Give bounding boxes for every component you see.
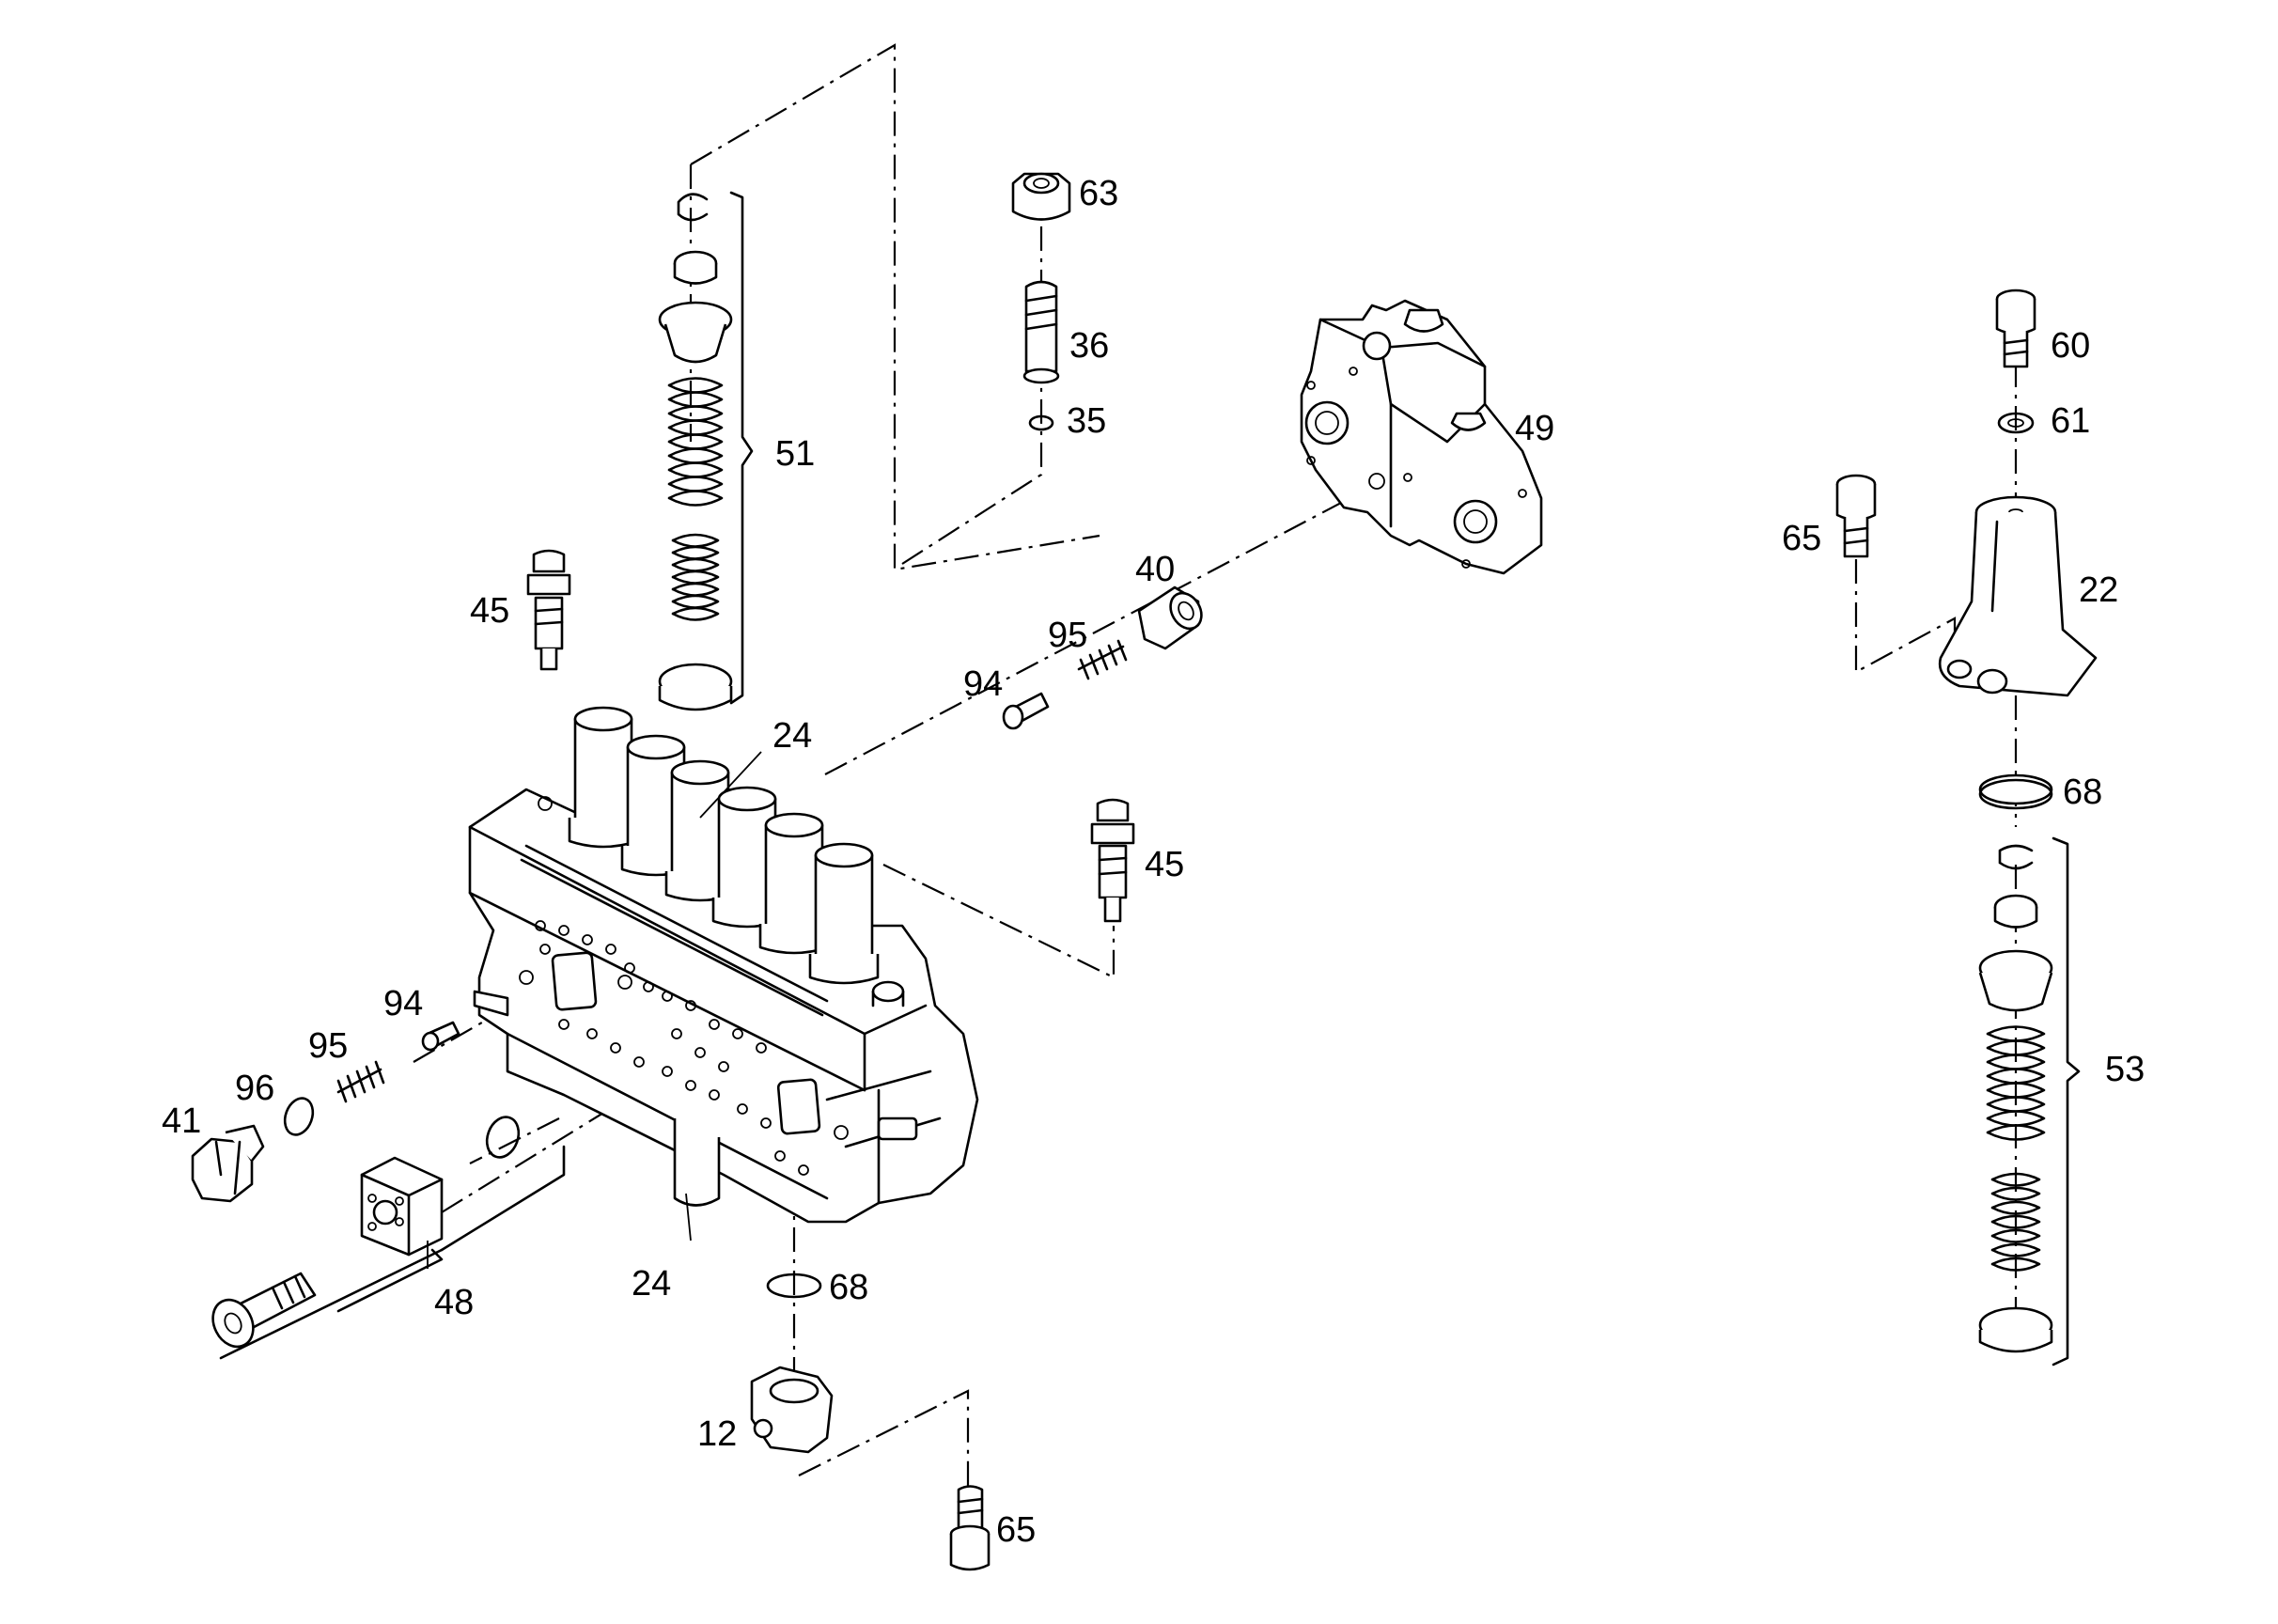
body-holes bbox=[519, 920, 849, 1176]
screw-48 bbox=[211, 1272, 317, 1349]
screw-65-lower bbox=[949, 1485, 991, 1571]
label-63: 63 bbox=[1079, 174, 1118, 213]
label-53: 53 bbox=[2105, 1050, 2145, 1089]
spring-stack-53 bbox=[1978, 773, 2081, 1366]
plug-40 bbox=[1137, 586, 1203, 650]
label-68a: 68 bbox=[2063, 773, 2102, 812]
spring-95-upper bbox=[1077, 639, 1128, 680]
sensor-45-upper bbox=[526, 549, 571, 671]
block-48 bbox=[336, 1156, 444, 1313]
label-leaders bbox=[427, 751, 762, 1269]
oring-68-lower bbox=[766, 1273, 822, 1299]
label-45a: 45 bbox=[470, 591, 509, 631]
valve-body-24 bbox=[468, 788, 979, 1224]
leader-lines bbox=[219, 43, 2018, 1522]
label-24b: 24 bbox=[632, 1264, 671, 1304]
label-12: 12 bbox=[697, 1414, 737, 1454]
oring-68-upper bbox=[1978, 778, 2053, 810]
label-40: 40 bbox=[1135, 550, 1175, 589]
label-51: 51 bbox=[775, 434, 815, 474]
washer-61 bbox=[1997, 412, 2035, 434]
housing-22 bbox=[1938, 495, 2098, 697]
label-68b: 68 bbox=[829, 1268, 868, 1307]
label-95a: 95 bbox=[1048, 616, 1087, 655]
washer-35 bbox=[1028, 414, 1054, 431]
pin-94-lower bbox=[421, 1021, 460, 1052]
oring-lower bbox=[485, 1116, 521, 1159]
spring-95-lower bbox=[336, 1060, 385, 1103]
callout-labels: 63 36 35 51 49 60 61 65 22 45 40 95 94 2… bbox=[162, 174, 2145, 1550]
label-49: 49 bbox=[1515, 409, 1554, 448]
label-94a: 94 bbox=[963, 664, 1003, 704]
label-36: 36 bbox=[1069, 326, 1109, 366]
plug-41 bbox=[191, 1124, 265, 1203]
label-65a: 65 bbox=[1782, 519, 1821, 558]
solenoid-cartridges bbox=[538, 706, 880, 985]
label-24a: 24 bbox=[772, 716, 812, 756]
label-22: 22 bbox=[2079, 570, 2118, 610]
spring-stack-51 bbox=[658, 191, 754, 711]
cover-49 bbox=[1300, 299, 1543, 575]
label-45b: 45 bbox=[1145, 845, 1184, 884]
oring-96 bbox=[283, 1097, 315, 1136]
pin-94-upper bbox=[1002, 692, 1050, 730]
screw-60 bbox=[1995, 289, 2036, 368]
label-48: 48 bbox=[434, 1283, 474, 1322]
label-60: 60 bbox=[2051, 326, 2090, 366]
label-65b: 65 bbox=[996, 1510, 1036, 1550]
flange-12 bbox=[750, 1366, 834, 1454]
label-94b: 94 bbox=[383, 984, 423, 1023]
label-35: 35 bbox=[1067, 401, 1106, 441]
screw-65-upper bbox=[1835, 474, 1877, 558]
label-95b: 95 bbox=[308, 1026, 348, 1066]
bolt-36 bbox=[1022, 280, 1060, 384]
label-61: 61 bbox=[2051, 401, 2090, 441]
sensor-45-lower bbox=[1090, 798, 1135, 923]
label-41: 41 bbox=[162, 1101, 201, 1141]
label-96: 96 bbox=[235, 1069, 274, 1108]
nut-63 bbox=[1011, 172, 1071, 221]
